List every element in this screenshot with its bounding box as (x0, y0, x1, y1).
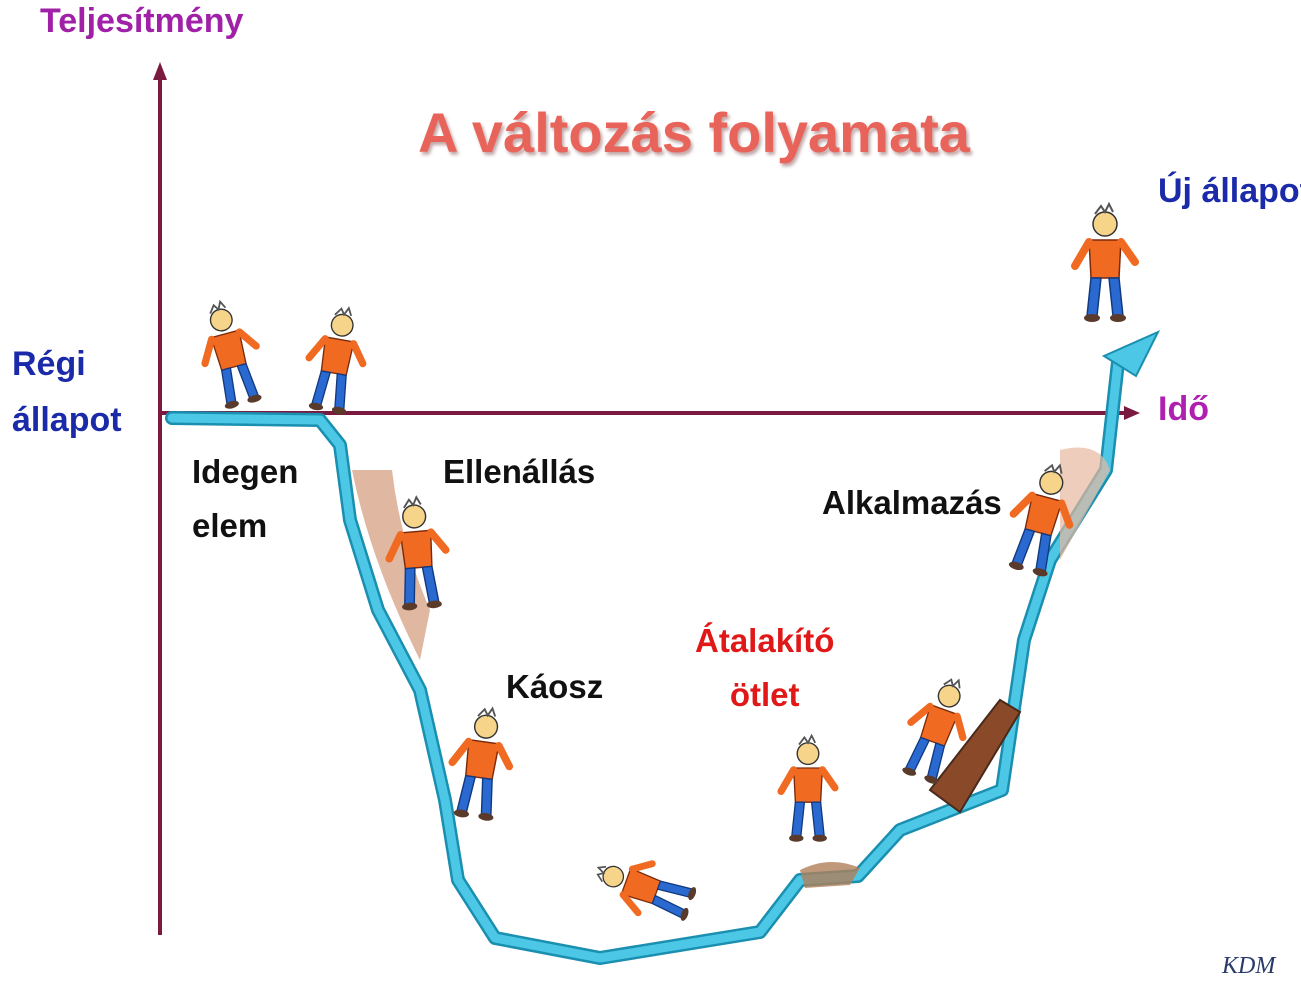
surprised-figure (781, 736, 835, 842)
stage-foreign-line-2: elem (192, 499, 298, 553)
old-state-line-2: állapot (12, 392, 122, 448)
stage-resistance: Ellenállás (443, 445, 595, 499)
lying-figure (589, 847, 701, 929)
stage-chaos: Káosz (506, 660, 603, 714)
old-state-label: Régi állapot (12, 336, 122, 448)
stage-foreign-element: Idegen elem (192, 445, 298, 553)
old-state-line-1: Régi (12, 336, 122, 392)
stage-application: Alkalmazás (822, 476, 1002, 530)
diagram-title: A változás folyamata (418, 100, 970, 165)
y-axis-label: Teljesítmény (40, 2, 243, 41)
x-axis-arrowhead (1124, 406, 1140, 420)
standing-figure (1075, 204, 1135, 322)
stage-foreign-line-1: Idegen (192, 445, 298, 499)
stage-idea-line-1: Átalakító (695, 614, 834, 668)
new-state-label: Új állapot (1158, 172, 1301, 211)
stage-transforming-idea: Átalakító ötlet (695, 614, 834, 722)
author-watermark: KDM (1222, 953, 1275, 980)
stage-idea-line-2: ötlet (695, 668, 834, 722)
y-axis-arrowhead (153, 62, 167, 80)
x-axis-label: Idő (1158, 390, 1209, 429)
tumbling-figure (445, 704, 517, 823)
startled-figure (300, 303, 372, 417)
rock-right-wall (1060, 448, 1110, 561)
running-figure (191, 296, 271, 413)
rock-bottom (800, 862, 860, 888)
